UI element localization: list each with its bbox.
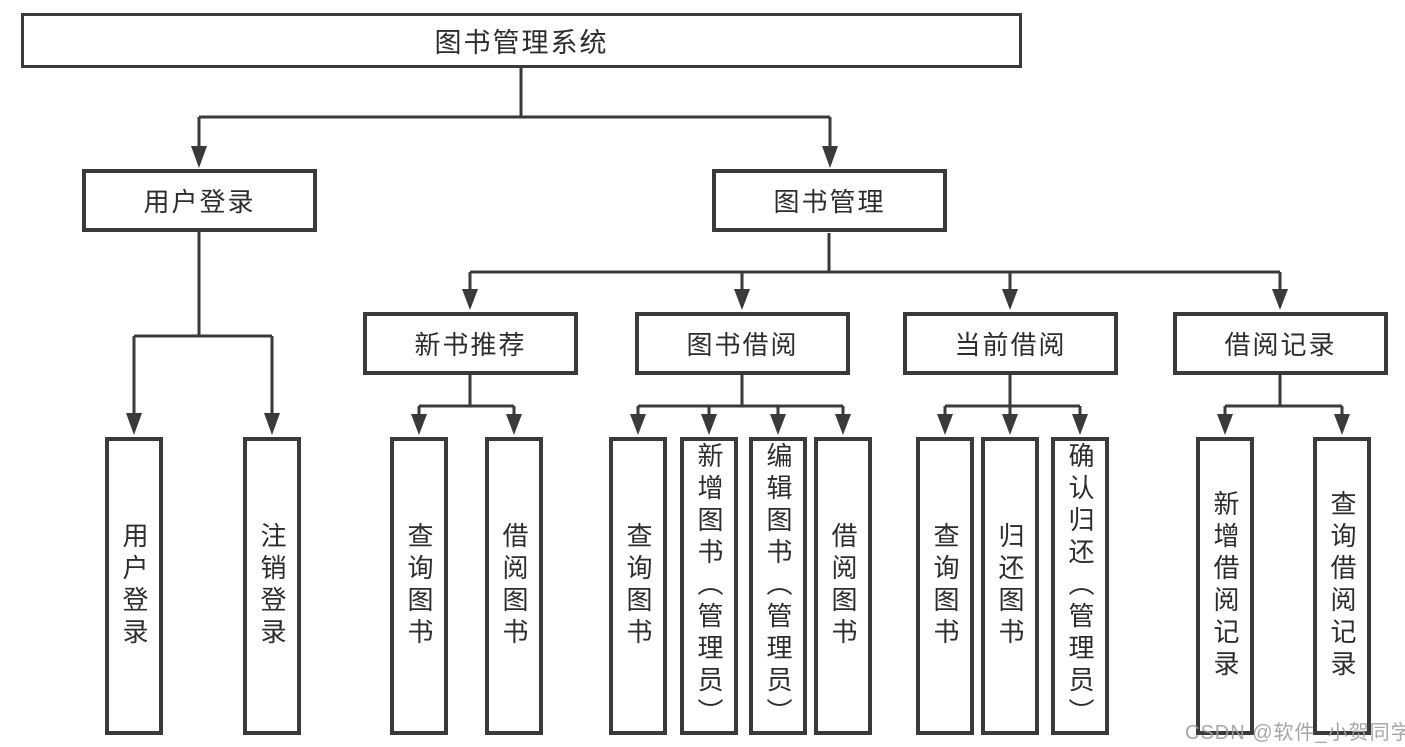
node-book-borrow: 图书借阅	[635, 312, 850, 375]
leaf-query-borrow-record: 查询借阅记录	[1313, 437, 1371, 735]
leaf-borrow-books: 借阅图书	[814, 437, 872, 735]
leaf-logout-label: 注销登录	[257, 522, 287, 650]
leaf-query-books-current: 查询图书	[916, 437, 974, 735]
leaf-borrow-books-recommend: 借阅图书	[485, 437, 543, 735]
leaf-confirm-return-admin-label: 确认归还（管理员）	[1065, 442, 1095, 730]
node-book-management: 图书管理	[712, 169, 947, 232]
leaf-add-book-admin: 新增图书（管理员）	[680, 437, 738, 735]
leaf-return-book: 归还图书	[981, 437, 1039, 735]
node-new-book-recommend: 新书推荐	[363, 312, 578, 375]
leaf-user-login-label: 用户登录	[119, 522, 149, 650]
node-user-login: 用户登录	[82, 169, 317, 232]
leaf-query-books-borrow-label: 查询图书	[623, 522, 653, 650]
leaf-user-login: 用户登录	[105, 437, 163, 735]
leaf-edit-book-admin: 编辑图书（管理员）	[749, 437, 807, 735]
leaf-return-book-label: 归还图书	[995, 522, 1025, 650]
leaf-query-books-current-label: 查询图书	[930, 522, 960, 650]
leaf-edit-book-admin-label: 编辑图书（管理员）	[763, 442, 793, 730]
csdn-watermark: CSDN @软件_小贺同学	[1185, 722, 1405, 744]
leaf-query-books-borrow: 查询图书	[609, 437, 667, 735]
arrowheads	[126, 146, 1350, 435]
leaf-borrow-books-label: 借阅图书	[828, 522, 858, 650]
leaf-query-books-recommend: 查询图书	[390, 437, 448, 735]
leaf-query-borrow-record-label: 查询借阅记录	[1327, 490, 1357, 682]
leaf-add-book-admin-label: 新增图书（管理员）	[694, 442, 724, 730]
leaf-query-books-recommend-label: 查询图书	[404, 522, 434, 650]
node-library-management-system: 图书管理系统	[21, 13, 1022, 68]
leaf-add-borrow-record: 新增借阅记录	[1196, 437, 1254, 735]
node-current-borrow: 当前借阅	[903, 312, 1118, 375]
node-borrow-records: 借阅记录	[1173, 312, 1388, 375]
leaf-add-borrow-record-label: 新增借阅记录	[1210, 490, 1240, 682]
leaf-confirm-return-admin: 确认归还（管理员）	[1051, 437, 1109, 735]
leaf-borrow-books-recommend-label: 借阅图书	[499, 522, 529, 650]
leaf-logout: 注销登录	[243, 437, 301, 735]
connector-segments	[132, 68, 1344, 417]
